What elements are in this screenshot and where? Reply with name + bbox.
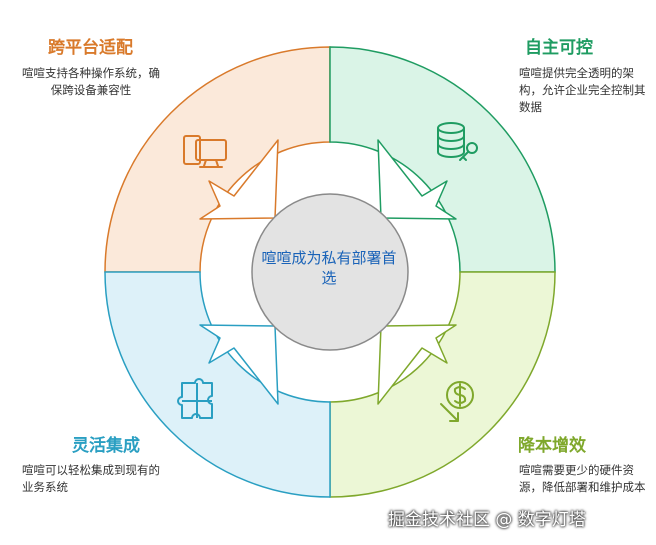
heading-cost-efficiency: 降本增效: [518, 436, 586, 456]
heading-flexible-integration: 灵活集成: [72, 436, 140, 456]
desc-cost-efficiency: 喧喧需要更少的硬件资源，降低部署和维护成本: [519, 463, 646, 494]
center-hub: [251, 193, 409, 351]
devices-icon: [183, 135, 227, 168]
desc-cross-platform: 喧喧支持各种操作系统，确保跨设备兼容性: [22, 66, 160, 97]
dollar-down-icon: [440, 381, 474, 422]
heading-cross-platform: 跨平台适配: [48, 38, 133, 58]
desc-self-control: 喧喧提供完全透明的架构，允许企业完全控制其数据: [519, 66, 646, 114]
database-key-icon: [437, 122, 478, 161]
desc-flexible-integration: 喧喧可以轻松集成到现有的业务系统: [22, 463, 160, 494]
quadrant-bottom-right: [329, 271, 556, 498]
puzzle-icon: [177, 378, 213, 419]
heading-self-control: 自主可控: [525, 38, 593, 58]
watermark: 掘金技术社区 @ 数字灯塔: [388, 510, 586, 530]
center-label: 喧喧成为私有部署首选: [261, 249, 397, 287]
quadrant-top-right: [329, 46, 556, 273]
